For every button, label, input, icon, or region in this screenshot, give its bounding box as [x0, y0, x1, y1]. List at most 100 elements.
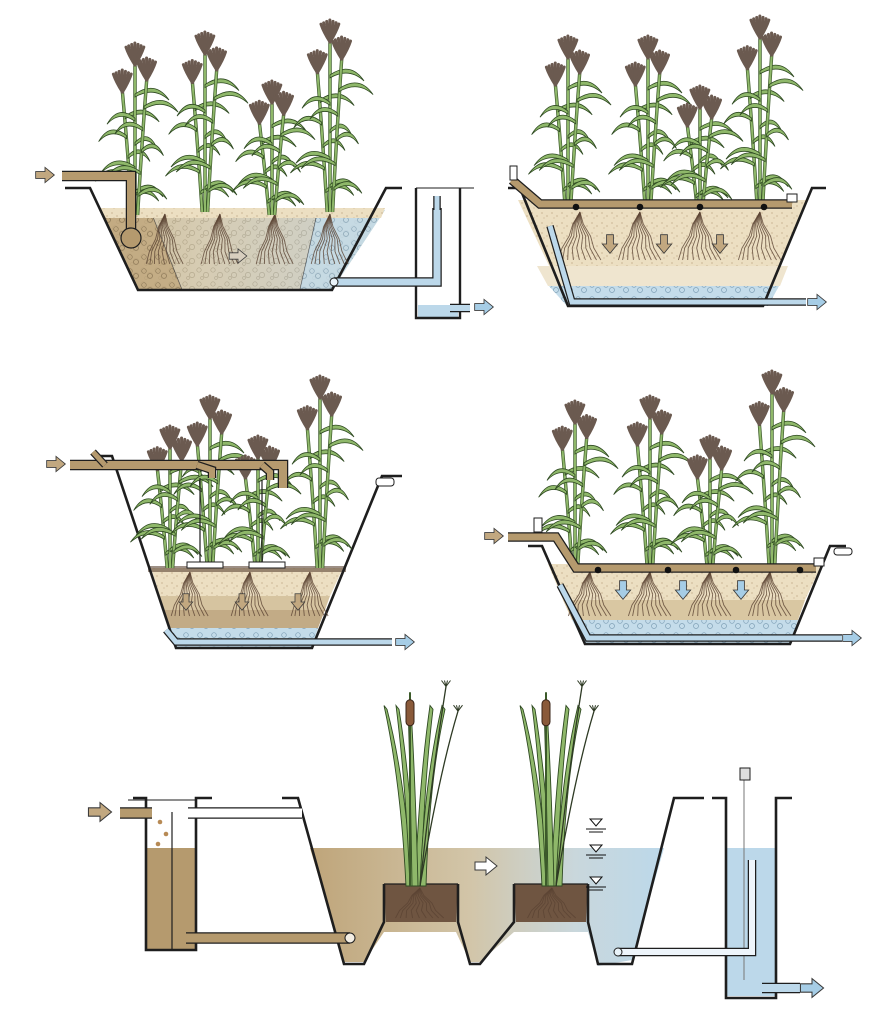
drip [157, 819, 163, 825]
seed-head [686, 454, 708, 480]
vent-cap [786, 193, 798, 203]
filter-layer [537, 266, 788, 286]
outflow-arrow-icon [807, 293, 828, 311]
seed-head [551, 425, 573, 451]
roots [255, 213, 294, 265]
roots [170, 571, 209, 617]
seed-head [701, 94, 723, 120]
flow-direction-arrow-icon [290, 593, 306, 611]
reed-plant [170, 394, 254, 569]
seed-head [273, 90, 295, 116]
flow-direction-arrow-icon [178, 593, 194, 611]
seed-head [557, 34, 579, 60]
splash-plate [186, 561, 224, 569]
riser [259, 461, 275, 480]
seed-head [186, 421, 208, 447]
seed-head [676, 102, 698, 128]
basin-outline [65, 186, 402, 292]
drip [155, 841, 161, 847]
sand-band [563, 600, 805, 620]
flow-direction-arrow-icon [601, 234, 619, 255]
distribution-pipe [508, 176, 792, 209]
seed-head [261, 79, 283, 105]
seed-head [626, 421, 648, 447]
flow-direction-arrow-icon [732, 580, 750, 601]
outflow-arrow-icon [842, 629, 863, 647]
basin-outline [96, 454, 402, 650]
seed-head [699, 434, 721, 460]
cattail-spike [541, 699, 551, 727]
inflow-arrow-icon [87, 801, 113, 823]
seed-head [749, 14, 771, 40]
inflow-arrow-icon [46, 455, 67, 473]
seed-head [711, 445, 733, 471]
roots [567, 571, 612, 617]
seed-head [639, 394, 661, 420]
flow-direction-arrow-icon [474, 855, 498, 877]
inflow-arrow-icon [35, 166, 56, 184]
distribution-hole [594, 566, 602, 574]
reed-plant [280, 374, 364, 569]
roots [687, 571, 732, 617]
seed-head [773, 387, 795, 412]
roots [627, 571, 672, 617]
distribution-hole [796, 566, 804, 574]
reed-plant [290, 18, 374, 213]
seed-head [296, 405, 318, 431]
cattail-plant [383, 680, 463, 887]
inlet-pipe [70, 459, 289, 488]
inflow-arrow-icon [484, 527, 505, 545]
vent-cap [375, 477, 395, 487]
seed-head [637, 34, 659, 60]
reed-plant [610, 394, 694, 569]
distribution-hole [664, 566, 672, 574]
seed-head [124, 41, 146, 67]
drip [163, 831, 169, 837]
flow-direction-arrow-icon [711, 234, 729, 255]
seed-head [111, 68, 133, 94]
top-soil [100, 208, 385, 218]
vent-cap [533, 517, 543, 533]
reed-plant [660, 84, 744, 209]
flow-direction-arrow-icon [234, 593, 250, 611]
drain-pipe [163, 627, 392, 646]
outlet-pipe [618, 860, 757, 957]
basin-outline [282, 796, 386, 966]
inlet-distributor [120, 227, 142, 249]
seed-head [194, 30, 216, 56]
distribution-hole [636, 203, 644, 211]
seed-head [748, 401, 770, 426]
seed-head [136, 56, 158, 82]
seed-head [321, 391, 343, 417]
distribution-hole [696, 203, 704, 211]
seed-head [306, 49, 328, 75]
cattail-spike [405, 699, 415, 727]
top-mulch [148, 566, 346, 572]
roots [200, 213, 239, 265]
distribution-hole [760, 203, 768, 211]
reed-plant [732, 369, 816, 569]
distribution-hole [572, 203, 580, 211]
splash-plate [248, 561, 286, 569]
outlet-chamber [414, 188, 462, 320]
gravel-band [164, 610, 325, 628]
roots [737, 211, 782, 261]
seed-head [199, 394, 221, 420]
panel-vertical-flow-intermittent [96, 454, 402, 650]
flow-direction-arrow-icon [674, 580, 692, 601]
distribution-pipe [508, 532, 816, 573]
settling-tank [133, 796, 212, 952]
outlet-pipe [334, 208, 442, 287]
seed-head [651, 409, 673, 435]
panel-horizontal-subsurface-flow [65, 186, 474, 320]
reed-plant [670, 434, 754, 569]
seed-head [309, 374, 331, 400]
panel-free-water-surface [128, 767, 792, 1000]
seed-head [181, 59, 203, 84]
riser [195, 460, 217, 478]
roots [747, 571, 792, 617]
seed-head [248, 99, 270, 125]
reed-plant [218, 434, 302, 569]
water-body [310, 848, 664, 966]
outflow-arrow-icon [474, 298, 495, 316]
